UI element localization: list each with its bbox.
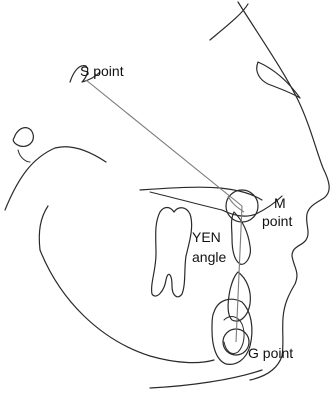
yen-angle-label-line2: angle <box>192 249 226 265</box>
ear-canal <box>18 150 30 162</box>
cranial-base-line <box>5 147 106 210</box>
s-to-m-line <box>86 80 242 206</box>
m-point-label-line1: M <box>274 195 286 211</box>
molar-tooth <box>152 208 192 297</box>
s-point-label: S point <box>80 63 124 79</box>
mandible-ramus <box>39 206 48 250</box>
yen-angle-label-line1: YEN <box>192 229 221 245</box>
symphysis-inner <box>224 317 244 354</box>
ear-ring <box>13 128 33 147</box>
m-point-label-line2: point <box>262 213 292 229</box>
chin-lower <box>150 370 262 388</box>
g-point-label: G point <box>248 345 293 361</box>
palate-lower <box>150 192 222 210</box>
mandible-border <box>40 250 214 363</box>
